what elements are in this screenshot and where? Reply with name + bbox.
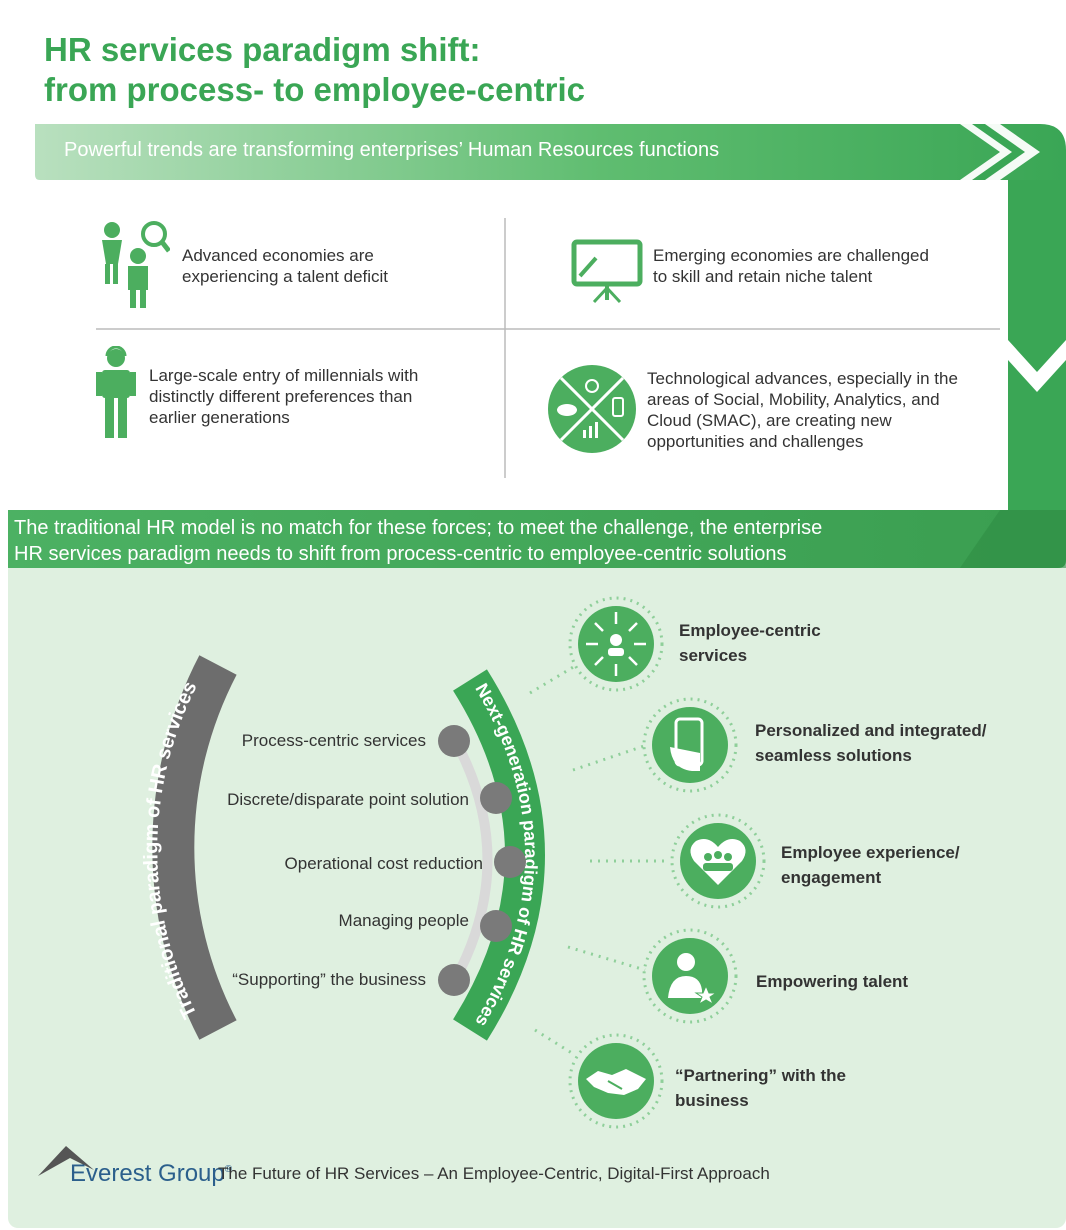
trend-2-line-2: to skill and retain niche talent [653, 267, 873, 286]
traditional-dot [438, 725, 470, 757]
everest-logo-icon [38, 1146, 94, 1176]
next-gen-3-line-2: engagement [781, 868, 882, 887]
trend-4-line-3: Cloud (SMAC), are creating new [647, 411, 892, 430]
next-gen-4-line-1: Empowering talent [756, 972, 909, 991]
trend-2-line-1: Emerging economies are challenged [653, 246, 929, 265]
trend-3-line-2: distinctly different preferences than [149, 387, 413, 406]
millennial-person-icon [96, 346, 136, 438]
title-line-1: HR services paradigm shift: [44, 31, 481, 68]
registered-mark: ® [224, 1164, 233, 1175]
page-title: HR services paradigm shift: from process… [44, 30, 844, 110]
vertical-connector [1008, 180, 1066, 516]
traditional-item-5: “Supporting” the business [232, 970, 426, 989]
next-gen-item-1: Employee-centric services [679, 618, 821, 668]
traditional-arc [152, 655, 237, 1040]
title-line-2: from process- to employee-centric [44, 71, 585, 108]
next-gen-arc [453, 669, 545, 1041]
traditional-item-1: Process-centric services [241, 731, 426, 750]
traditional-dot [494, 846, 526, 878]
shift-line-2: HR services paradigm needs to shift from… [14, 543, 787, 565]
footer-brand: Everest Group® [70, 1160, 232, 1188]
traditional-dots [438, 725, 526, 996]
next-gen-item-3: Employee experience/ engagement [781, 840, 960, 890]
presentation-board-icon [571, 239, 643, 304]
traditional-item-2: Discrete/disparate point solution [227, 790, 469, 809]
next-gen-1-line-2: services [679, 646, 748, 665]
trend-text-1: Advanced economies are experiencing a ta… [182, 245, 388, 287]
brand-name: Everest Group [70, 1160, 225, 1187]
trend-text-4: Technological advances, especially in th… [647, 368, 958, 452]
trend-1-line-1: Advanced economies are [182, 246, 374, 265]
next-gen-5-line-1: “Partnering” with the [675, 1066, 846, 1085]
handshake-icon [568, 1033, 664, 1129]
trend-4-line-1: Technological advances, especially in th… [647, 369, 958, 388]
trend-4-line-4: opportunities and challenges [647, 432, 864, 451]
trend-3-line-1: Large-scale entry of millennials with [149, 366, 419, 385]
next-gen-2-line-1: Personalized and integrated/ [755, 721, 987, 740]
next-gen-2-line-2: seamless solutions [755, 746, 912, 765]
shift-line-1: The traditional HR model is no match for… [14, 517, 823, 539]
dot-connector-arc [450, 737, 493, 983]
traditional-item-3: Operational cost reduction [284, 854, 483, 873]
talent-star-icon [642, 928, 738, 1024]
trends-banner-band [35, 124, 1066, 180]
traditional-item-4: Managing people [338, 911, 469, 930]
shift-statement: The traditional HR model is no match for… [14, 515, 964, 567]
traditional-dot [438, 964, 470, 996]
footer-caption: The Future of HR Services – An Employee-… [218, 1164, 770, 1183]
smartphone-icon [642, 697, 738, 793]
trend-text-2: Emerging economies are challenged to ski… [653, 245, 929, 287]
next-gen-3-line-1: Employee experience/ [781, 843, 960, 862]
next-gen-1-line-1: Employee-centric [679, 621, 821, 640]
next-gen-5-line-2: business [675, 1091, 749, 1110]
trends-banner-text: Powerful trends are transforming enterpr… [64, 139, 720, 161]
traditional-dot [480, 910, 512, 942]
heart-people-icon [670, 813, 766, 909]
employee-centric-icon [568, 596, 664, 692]
people-search-icon [102, 221, 170, 308]
trend-text-3: Large-scale entry of millennials with di… [149, 365, 418, 428]
trend-4-line-2: areas of Social, Mobility, Analytics, an… [647, 390, 940, 409]
trend-1-line-2: experiencing a talent deficit [182, 267, 389, 286]
traditional-dot [480, 782, 512, 814]
next-gen-item-4: Empowering talent [756, 969, 908, 994]
shift-band [8, 510, 1066, 568]
dotted-connectors [529, 664, 670, 1057]
next-gen-item-5: “Partnering” with the business [675, 1063, 846, 1113]
trend-3-line-3: earlier generations [149, 408, 290, 427]
next-gen-item-2: Personalized and integrated/ seamless so… [755, 718, 986, 768]
smac-technology-icon [548, 365, 636, 453]
